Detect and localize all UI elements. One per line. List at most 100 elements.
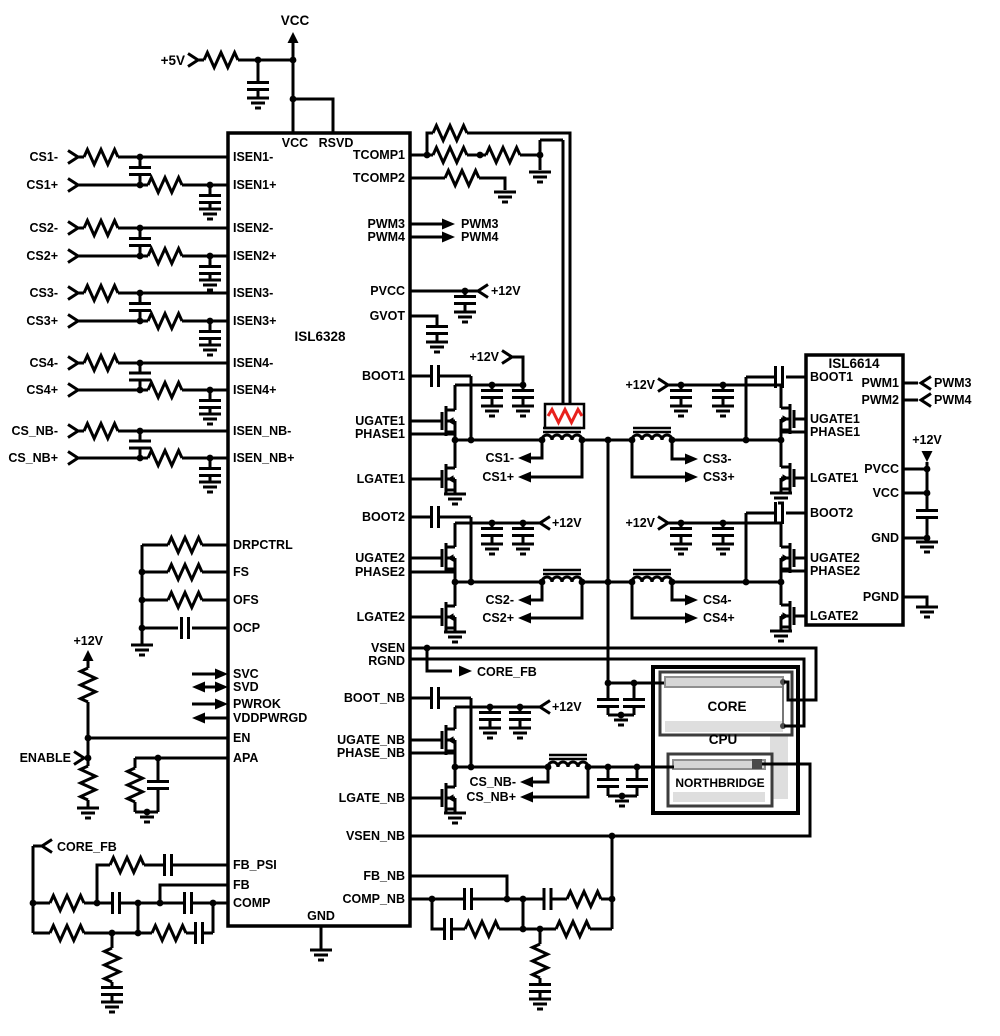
ground-symbol — [527, 170, 553, 184]
u1-pin-tcomp2: TCOMP2 — [353, 171, 405, 185]
ground-symbol — [668, 542, 694, 556]
cpu-northbridge-label: NORTHBRIDGE — [675, 776, 764, 790]
capacitor — [443, 916, 453, 942]
resistor — [82, 284, 120, 302]
capacitor — [111, 890, 121, 916]
input-connector — [66, 313, 80, 329]
resistor — [146, 449, 184, 467]
input-connector — [919, 392, 933, 408]
resistor — [79, 666, 97, 704]
resistor — [48, 924, 86, 942]
u1-pin-svd: SVD — [233, 680, 259, 694]
resistor — [166, 591, 204, 609]
net-label-12v-pvcc: +12V — [491, 284, 521, 298]
net-label-cs3n-mid: CS3- — [703, 452, 731, 466]
ground-symbol — [768, 491, 794, 505]
ground-symbol — [510, 542, 536, 556]
net-label-cs1p-mid: CS1+ — [482, 470, 514, 484]
ground-symbol — [245, 96, 271, 110]
input-connector — [66, 248, 80, 264]
capacitor — [197, 467, 223, 477]
ground-symbol — [442, 630, 468, 644]
thermistor-element — [546, 406, 584, 426]
net-label-enable: ENABLE — [20, 751, 71, 765]
u1-pin-rgnd: RGND — [368, 654, 405, 668]
u1-pin-vddpwrgd: VDDPWRGD — [233, 711, 307, 725]
u1-pin-vsennb: VSEN_NB — [346, 829, 405, 843]
input-connector — [656, 377, 670, 393]
u1-pin-fs: FS — [233, 565, 249, 579]
resistor — [431, 146, 469, 164]
u1-pin-ocp: OCP — [233, 621, 260, 635]
u1-pin-en: EN — [233, 731, 250, 745]
wires — [31, 43, 929, 1002]
u1-pin-pwm4: PWM4 — [368, 230, 406, 244]
ground-symbol — [197, 343, 223, 357]
resistor — [431, 124, 469, 142]
u1-pin-ofs: OFS — [233, 593, 259, 607]
capacitor — [668, 389, 694, 399]
ground-symbol — [510, 404, 536, 418]
input-connector — [66, 423, 80, 439]
u1-pin-gnd: GND — [307, 909, 335, 923]
cpu-outline — [651, 665, 800, 815]
signal-arrow — [459, 665, 472, 677]
ground-symbol — [197, 480, 223, 494]
u1-pin-isen3p: ISEN3+ — [233, 314, 276, 328]
u1-pin-gvot: GVOT — [370, 309, 406, 323]
u1-pin-isennbp: ISEN_NB+ — [233, 451, 294, 465]
u1-pin-isen4p: ISEN4+ — [233, 383, 276, 397]
capacitor — [452, 295, 478, 305]
isl6614-body — [804, 353, 905, 627]
ground-symbol — [75, 806, 101, 820]
signal-arrow — [518, 612, 531, 624]
u1-pin-isen1n: ISEN1- — [233, 150, 273, 164]
ground-symbol — [452, 310, 478, 324]
ground-symbol — [668, 404, 694, 418]
wires-drpctrl — [140, 543, 228, 645]
capacitor — [194, 920, 204, 946]
net-label-12v-ph2: +12V — [552, 516, 582, 530]
u1-pin-rsvd: RSVD — [319, 136, 354, 150]
capacitor — [510, 527, 536, 537]
capacitor — [197, 330, 223, 340]
labels: VCC +5V CS1- CS1+ CS2- CS2+ CS3- CS3+ CS… — [8, 13, 971, 923]
u2-pin-boot2: BOOT2 — [810, 506, 853, 520]
ground-symbol — [527, 997, 553, 1011]
capacitor — [430, 363, 440, 389]
u2-pin-ugate1: UGATE1 — [810, 412, 860, 426]
u1-pin-compnb: COMP_NB — [342, 892, 405, 906]
input-connector — [66, 382, 80, 398]
u1-pin-isen2n: ISEN2- — [233, 221, 273, 235]
mosfet — [779, 402, 796, 436]
resistor — [146, 381, 184, 399]
output-connector — [40, 838, 54, 854]
ground-symbol — [914, 605, 940, 619]
signal-arrow — [685, 594, 698, 606]
resistor — [554, 920, 592, 938]
resistor — [443, 169, 481, 187]
u1-pin-comp: COMP — [233, 896, 271, 910]
ground-symbol — [424, 340, 450, 354]
cpu-core-label: CORE — [707, 699, 746, 714]
u1-pin-vsen: VSEN — [371, 641, 405, 655]
resistor — [166, 536, 204, 554]
u1-pin-isen1p: ISEN1+ — [233, 178, 276, 192]
ground-symbol — [308, 948, 334, 962]
u1-pin-fbnb: FB_NB — [363, 869, 405, 883]
input-connector — [656, 515, 670, 531]
net-label-pwm4: PWM4 — [461, 230, 499, 244]
net-label-csnbp: CS_NB+ — [8, 451, 58, 465]
u2-name: ISL6614 — [828, 356, 880, 371]
capacitor — [127, 371, 153, 382]
mosfet — [779, 599, 796, 633]
net-label-5v: +5V — [161, 53, 185, 68]
input-connector — [538, 699, 552, 715]
u1-pin-pwrok: PWROK — [233, 697, 281, 711]
ground-symbol — [477, 726, 503, 740]
input-connector — [66, 149, 80, 165]
ground-symbol — [914, 540, 940, 554]
resistor — [463, 920, 501, 938]
u2-pin-pwm2: PWM2 — [862, 393, 900, 407]
ground-symbol — [442, 492, 468, 506]
